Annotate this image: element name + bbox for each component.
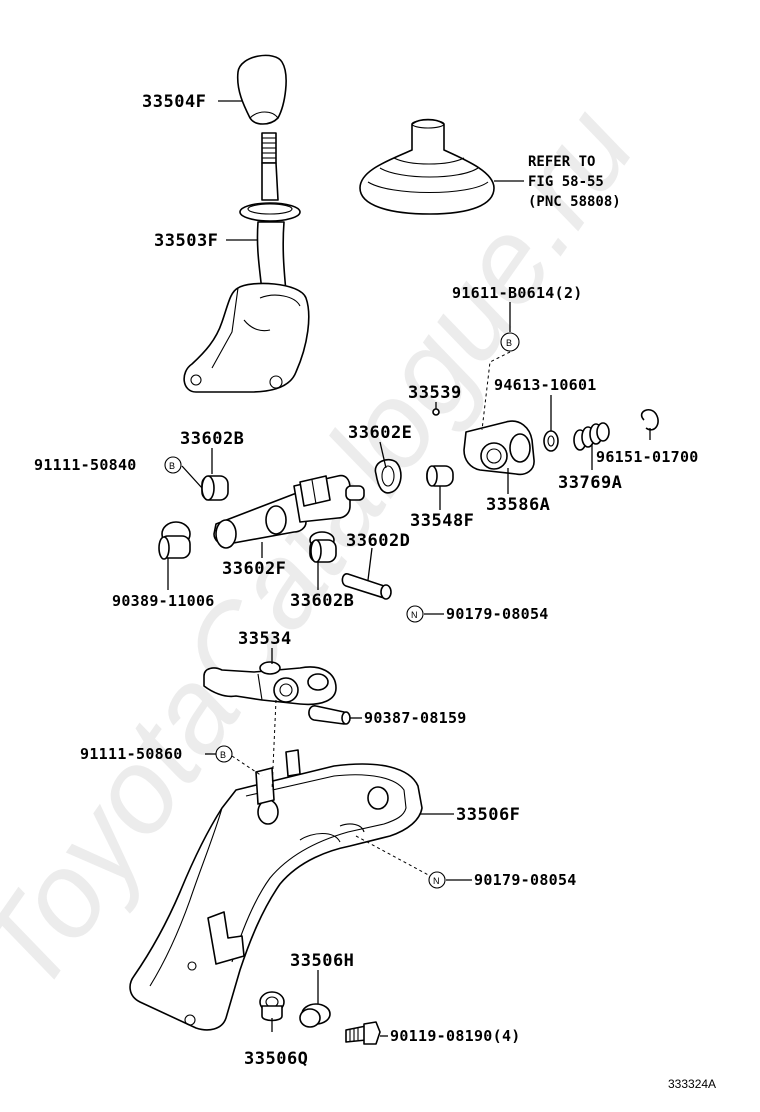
label-90179-b[interactable]: 90179-08054: [474, 871, 577, 889]
washer-94613: [543, 430, 559, 452]
label-33602B-bottom[interactable]: 33602B: [290, 591, 354, 611]
shift-lever[interactable]: [183, 162, 310, 393]
tag-b-91111-50860: B: [215, 745, 233, 763]
label-33506F[interactable]: 33506F: [456, 805, 520, 825]
clip-33602E: [374, 458, 402, 494]
bushing-90389: [158, 521, 191, 560]
figure-code: 333324A: [668, 1077, 716, 1091]
svg-text:B: B: [506, 338, 512, 348]
snap-ring-96151: [640, 409, 659, 431]
label-33602E[interactable]: 33602E: [348, 423, 412, 443]
label-94613[interactable]: 94613-10601: [494, 376, 597, 394]
svg-text:N: N: [411, 610, 418, 620]
pin-33602D: [341, 573, 392, 600]
shift-bracket-33586A[interactable]: [463, 420, 535, 476]
bushing-33602B-bottom: [309, 531, 337, 563]
pin-90387: [308, 705, 351, 725]
leader-lines: [167, 100, 651, 1037]
label-96151[interactable]: 96151-01700: [596, 448, 699, 466]
svg-text:REFER TO: REFER TO: [528, 154, 595, 170]
select-rod[interactable]: [213, 474, 365, 549]
label-90179-a[interactable]: 90179-08054: [446, 605, 549, 623]
label-91111-50860[interactable]: 91111-50860: [80, 745, 183, 763]
tag-n-90179-a: N: [406, 605, 424, 623]
refer-note: REFER TO FIG 58-55 (PNC 58808): [494, 154, 621, 210]
label-33503F[interactable]: 33503F: [154, 231, 218, 251]
label-33602D[interactable]: 33602D: [346, 531, 410, 551]
shift-arm-33534[interactable]: [203, 661, 337, 706]
shift-knob[interactable]: [236, 54, 287, 125]
label-91111-50840[interactable]: 91111-50840: [34, 456, 137, 474]
bolt-90119: [345, 1021, 381, 1045]
label-33504F[interactable]: 33504F: [142, 92, 206, 112]
label-33586A[interactable]: 33586A: [486, 495, 550, 515]
tag-n-90179-b: N: [428, 871, 446, 889]
label-33534[interactable]: 33534: [238, 629, 292, 649]
label-33602B-top[interactable]: 33602B: [180, 429, 244, 449]
label-90387[interactable]: 90387-08159: [364, 709, 467, 727]
spring-33769A: [573, 422, 610, 451]
svg-text:N: N: [433, 876, 440, 886]
bushing-33602B-top: [201, 475, 229, 501]
ball-33539: [432, 408, 440, 416]
tag-b-91611: B: [500, 332, 520, 352]
shift-boot: [359, 118, 495, 215]
label-33548F[interactable]: 33548F: [410, 511, 474, 531]
svg-text:B: B: [169, 461, 175, 471]
label-33506H[interactable]: 33506H: [290, 951, 354, 971]
alignment-lines: [231, 351, 511, 879]
svg-text:FIG 58-55: FIG 58-55: [528, 174, 604, 190]
tag-b-91111-50840: B: [164, 456, 182, 474]
svg-text:B: B: [220, 750, 226, 760]
label-33506Q[interactable]: 33506Q: [244, 1049, 308, 1069]
collar-33548F: [426, 465, 454, 487]
label-33769A[interactable]: 33769A: [558, 473, 622, 493]
label-90389[interactable]: 90389-11006: [112, 592, 215, 610]
label-33602F[interactable]: 33602F: [222, 559, 286, 579]
shift-bracket-33506F[interactable]: [129, 749, 423, 1031]
lever-threaded-tip: [261, 132, 277, 164]
label-91611[interactable]: 91611-B0614(2): [452, 284, 583, 302]
svg-text:(PNC 58808): (PNC 58808): [528, 194, 621, 210]
bushing-33506Q: [259, 991, 285, 1022]
label-33539[interactable]: 33539: [408, 383, 462, 403]
bushing-33506H: [299, 1003, 331, 1028]
label-90119[interactable]: 90119-08190(4): [390, 1027, 521, 1045]
